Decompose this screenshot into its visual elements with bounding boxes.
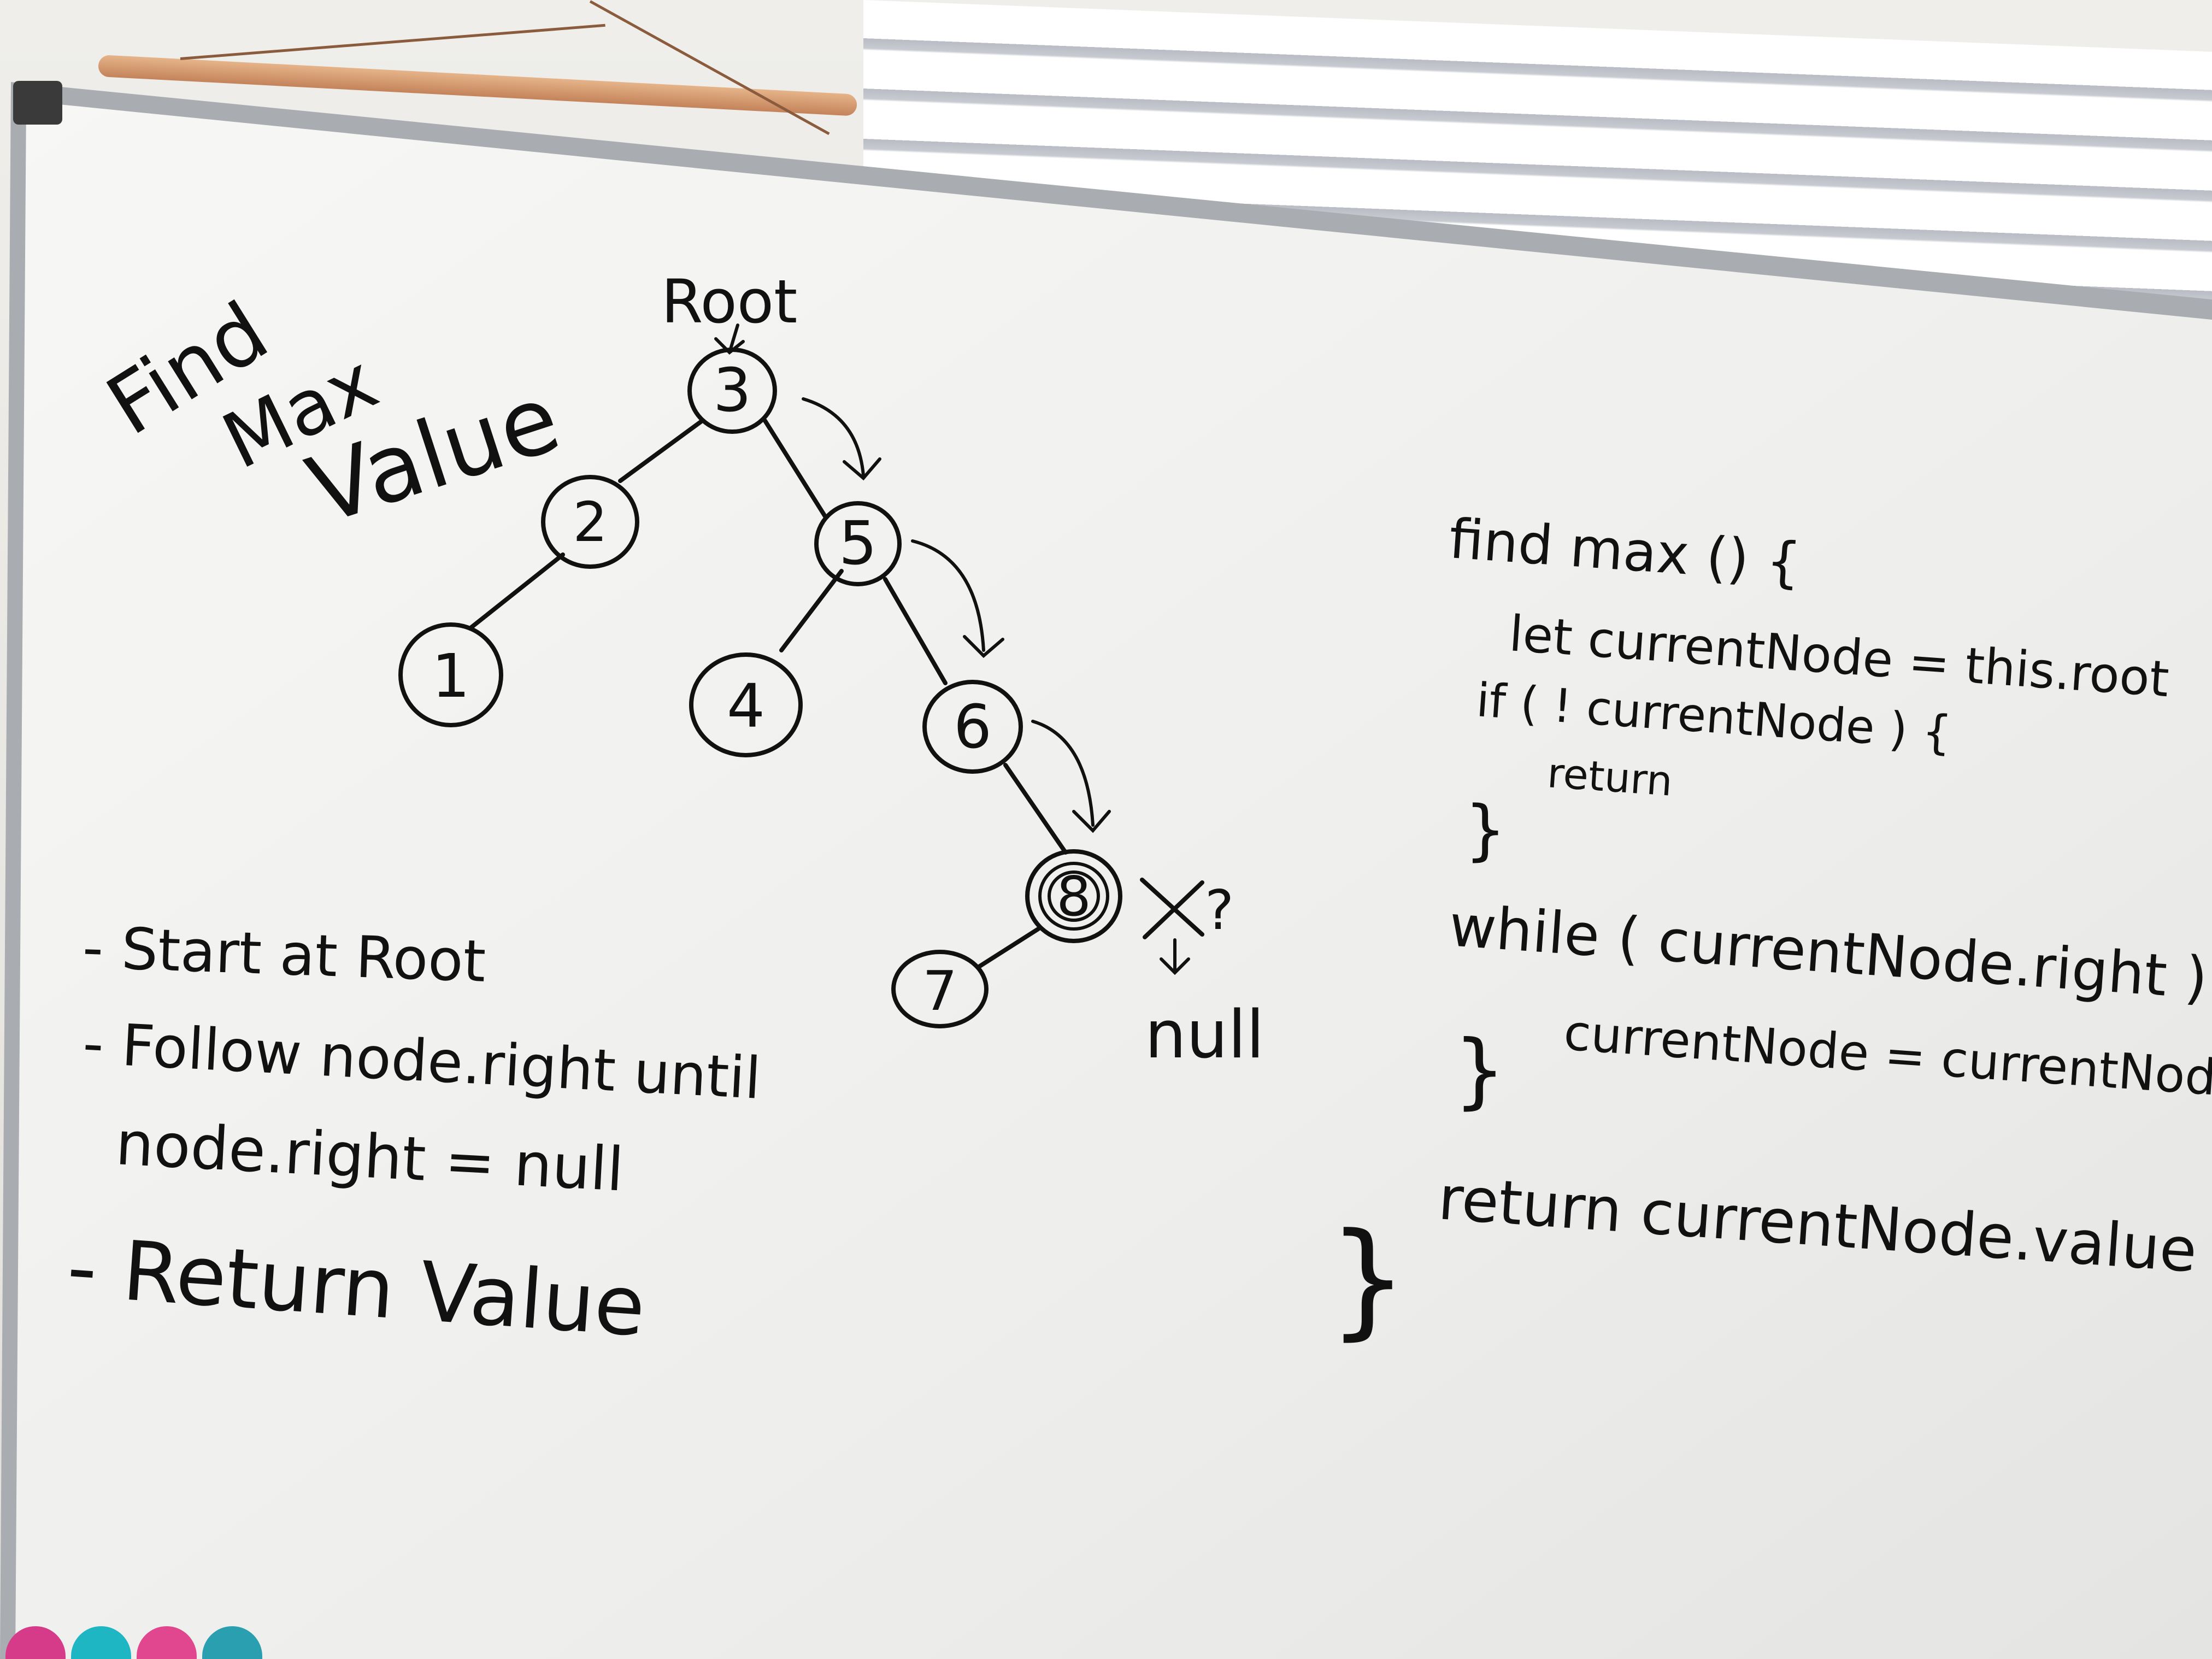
root-label: Root xyxy=(661,267,797,337)
toy-teal xyxy=(71,1626,131,1659)
tree-node-3: 3 xyxy=(687,348,777,434)
tree-node-7: 7 xyxy=(891,950,989,1028)
toy-magenta xyxy=(137,1626,197,1659)
svg-text:1: 1 xyxy=(432,641,470,711)
null-arrow xyxy=(1160,938,1190,975)
tree-node-8: 8 xyxy=(1025,849,1122,943)
traversal-arrows xyxy=(802,397,1111,833)
tree-edges xyxy=(468,419,1068,969)
marker-tray-toys xyxy=(0,1626,284,1659)
whiteboard-surface xyxy=(15,101,2212,1659)
question-mark: ? xyxy=(1205,878,1234,942)
tree-node-1: 1 xyxy=(398,622,503,727)
svg-text:5: 5 xyxy=(839,508,877,578)
step-start-at-root: - Start at Root xyxy=(81,914,487,995)
code-line-10: } xyxy=(1328,1207,1408,1352)
tree-node-2: 2 xyxy=(541,475,639,569)
svg-text:8: 8 xyxy=(1056,864,1091,928)
null-label: null xyxy=(1145,997,1264,1073)
svg-text:3: 3 xyxy=(713,355,751,425)
crossed-right-branch xyxy=(1140,878,1204,939)
frame-corner xyxy=(13,81,62,125)
code-line-4: return xyxy=(1546,749,1674,805)
svg-text:2: 2 xyxy=(573,490,608,554)
svg-text:7: 7 xyxy=(922,959,957,1023)
null-branch: ? null xyxy=(1140,878,1264,1073)
tree-node-4: 4 xyxy=(689,652,803,757)
code-line-8: } xyxy=(1454,1023,1505,1118)
toy-pink xyxy=(5,1626,66,1659)
tree-node-5: 5 xyxy=(814,501,902,586)
svg-text:4: 4 xyxy=(727,671,765,741)
tree-node-6: 6 xyxy=(922,680,1023,774)
code-line-5: } xyxy=(1464,792,1506,868)
svg-text:6: 6 xyxy=(954,692,992,762)
tree-nodes: 3 2 5 1 4 6 8 7 xyxy=(398,348,1122,1028)
toy-blue xyxy=(202,1626,262,1659)
